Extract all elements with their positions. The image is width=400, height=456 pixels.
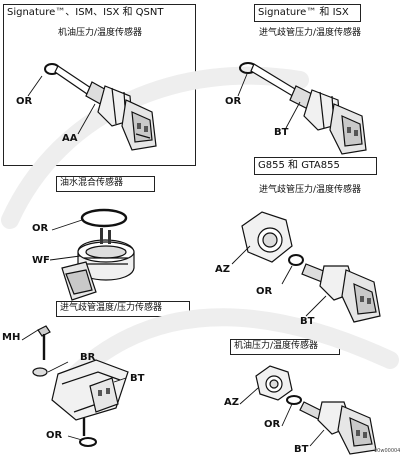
middle-left-caption: 油水混合传感器: [60, 178, 124, 188]
middle-right-heading: G855 和 GTA855: [258, 160, 340, 171]
o-ring: [286, 395, 302, 405]
figure-code: 10w00004: [374, 448, 400, 454]
top-left-heading: Signature™、ISM、ISX 和 QSNT: [7, 7, 164, 18]
label-or-bottom-right: OR: [264, 419, 281, 430]
label-or-bottom-left: OR: [46, 430, 63, 441]
label-bt-bottom-left: BT: [130, 373, 145, 384]
water-in-fuel-sensor: [49, 208, 135, 301]
label-bt-top-right: BT: [274, 127, 289, 138]
label-aa: AA: [62, 133, 78, 144]
label-or-top-right: OR: [225, 96, 242, 107]
label-az-bottom-right: AZ: [224, 397, 239, 408]
panel-middle-right-header-frame: [254, 157, 377, 175]
oil-pressure-temp-sensor-bottom-right: [239, 365, 377, 455]
label-mh: MH: [2, 332, 21, 343]
intake-manifold-temp-pressure-sensor: [21, 325, 129, 447]
oil-pressure-temp-sensor-top-left: [27, 63, 157, 151]
label-bt-middle-right: BT: [300, 316, 315, 327]
label-az-middle-right: AZ: [215, 264, 230, 275]
mounting-bolt: [37, 325, 51, 337]
top-left-caption: 机油压力/温度传感器: [58, 28, 143, 38]
middle-right-caption: 进气歧管压力/温度传感器: [259, 185, 362, 195]
label-or-middle-left: OR: [32, 223, 49, 234]
intake-manifold-sensor-g855: [231, 211, 381, 323]
label-br: BR: [80, 352, 96, 363]
o-ring: [79, 437, 97, 447]
label-or-middle-right: OR: [256, 286, 273, 297]
panel-middle-left-frame: [56, 176, 155, 192]
bottom-left-caption: 进气歧管温度/压力传感器: [60, 303, 163, 313]
bottom-right-caption: 机油压力/温度传感器: [234, 341, 319, 351]
top-right-heading: Signature™ 和 ISX: [258, 7, 349, 18]
intake-manifold-sensor-top-right: [237, 62, 367, 155]
label-bt-bottom-right: BT: [294, 444, 309, 455]
top-right-caption: 进气歧管压力/温度传感器: [259, 28, 362, 38]
o-ring: [80, 208, 128, 228]
label-or-top-left: OR: [16, 96, 33, 107]
o-ring: [288, 254, 304, 266]
panel-top-right-frame: [254, 4, 361, 22]
panel-bottom-left-frame: [56, 301, 190, 317]
label-wf: WF: [32, 255, 50, 266]
